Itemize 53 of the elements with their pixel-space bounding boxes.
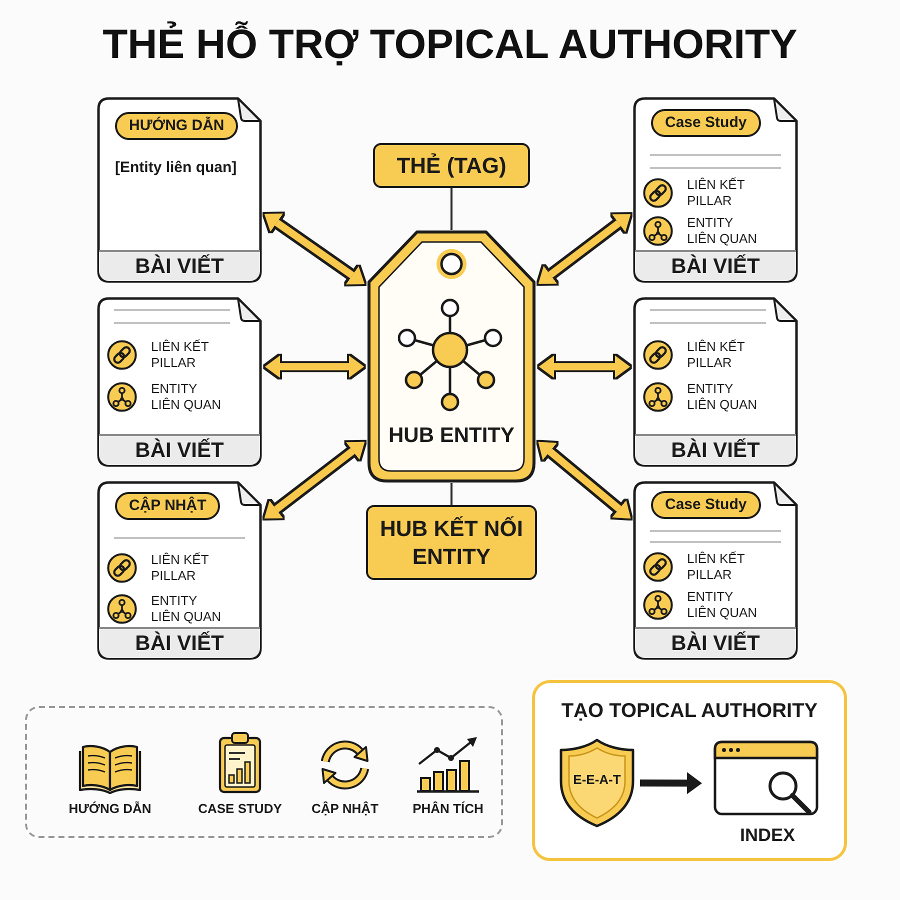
- doc-footer: BÀI VIẾT: [635, 627, 796, 658]
- feature-label: ENTITY LIÊN QUAN: [151, 593, 222, 625]
- double-arrow: [539, 356, 630, 378]
- icon-caption: CASE STUDY: [198, 800, 282, 818]
- icon-caption: HƯỚNG DẪN: [68, 800, 152, 818]
- double-arrow: [538, 442, 631, 518]
- connector-line: [450, 483, 452, 505]
- category-badge: Case Study: [651, 109, 761, 137]
- panel-heading: TẠO TOPICAL AUTHORITY: [561, 699, 818, 724]
- document-card: [97, 97, 262, 283]
- doc-footer: BÀI VIẾT: [635, 434, 796, 465]
- document-card: [97, 481, 262, 660]
- feature-label: LIÊN KẾT PILLAR: [687, 339, 746, 371]
- feature-label: LIÊN KẾT PILLAR: [687, 177, 746, 209]
- document-card: [633, 297, 798, 467]
- feature-label: ENTITY LIÊN QUAN: [687, 589, 758, 621]
- document-card: [633, 97, 798, 283]
- label-text: THẺ (TAG): [396, 152, 506, 180]
- document-card: [633, 481, 798, 660]
- feature-label: ENTITY LIÊN QUAN: [687, 381, 758, 413]
- arrow: [640, 772, 702, 794]
- document-card: [97, 297, 262, 467]
- double-arrow: [264, 214, 365, 284]
- result-panel: [532, 680, 847, 861]
- label-card: [373, 143, 530, 188]
- doc-footer: BÀI VIẾT: [99, 627, 260, 658]
- feature-label: LIÊN KẾT PILLAR: [151, 552, 210, 584]
- label-text: HUB KẾT NỐI ENTITY: [379, 514, 524, 570]
- title: THẺ HỖ TRỢ TOPICAL AUTHORITY: [102, 20, 798, 69]
- note-text: [Entity liên quan]: [115, 158, 238, 178]
- icon-caption: CẬP NHẬT: [312, 800, 378, 818]
- category-badge: CẬP NHẬT: [115, 492, 220, 520]
- feature-label: LIÊN KẾT PILLAR: [687, 551, 746, 583]
- icon-legend-panel: [25, 706, 503, 838]
- category-badge: HƯỚNG DẪN: [115, 112, 238, 140]
- tag-card: [367, 230, 536, 483]
- connector-line: [450, 188, 452, 230]
- icon-caption: PHÂN TÍCH: [412, 800, 484, 818]
- doc-footer: BÀI VIẾT: [635, 250, 796, 281]
- doc-footer: BÀI VIẾT: [99, 434, 260, 465]
- category-badge: Case Study: [651, 491, 761, 519]
- index-label: INDEX: [740, 824, 795, 846]
- feature-label: LIÊN KẾT PILLAR: [151, 339, 210, 371]
- shield-badge: [557, 737, 637, 829]
- tag-title: HUB ENTITY: [388, 423, 514, 449]
- double-arrow: [264, 442, 365, 519]
- label-card: [366, 505, 537, 580]
- doc-footer: BÀI VIẾT: [99, 250, 260, 281]
- double-arrow: [538, 214, 631, 284]
- double-arrow: [265, 356, 364, 378]
- shield-label: E-E-A-T: [573, 772, 621, 788]
- feature-label: ENTITY LIÊN QUAN: [151, 381, 222, 413]
- feature-label: ENTITY LIÊN QUAN: [687, 215, 758, 247]
